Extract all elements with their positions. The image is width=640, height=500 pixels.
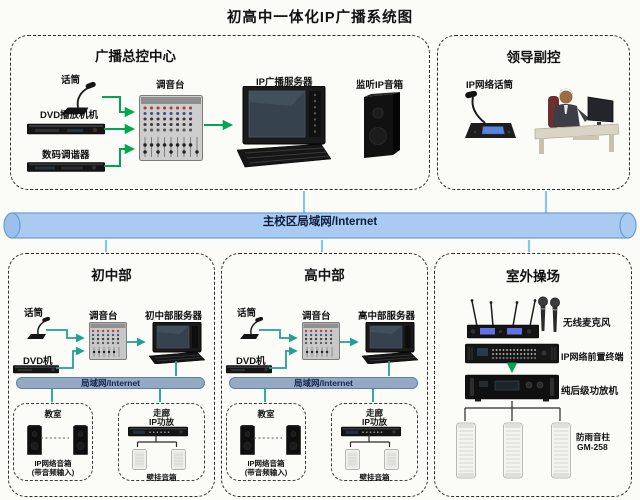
playground-zone-box: 室外操场 无线麦克风 IP网络前置终端 纯后级功放机 防雨音柱 GM-258 xyxy=(434,253,632,497)
senior-zone-box: 高中部 话筒 调音台 高中部服务器 DVD机 局域网/Internet 教室 I… xyxy=(221,253,428,497)
classroom-speaker-icon xyxy=(240,425,255,455)
junior-mic-label: 话筒 xyxy=(24,308,44,319)
senior-zone-title: 高中部 xyxy=(304,268,345,283)
senior-server-label: 高中部服务器 xyxy=(358,311,416,322)
senior-wall-speaker-label: 壁挂音箱 xyxy=(359,473,390,482)
playground-zone-title: 室外操场 xyxy=(506,269,560,284)
junior-server-icon xyxy=(148,321,206,365)
junior-mic-icon xyxy=(24,316,54,341)
master-control-box: 广播总控中心 话筒 DVD播放机机 数码调谐器 调音台 IP广播服务器 监听IP… xyxy=(10,35,430,190)
column-speaker-model: GM-258 xyxy=(577,442,608,452)
master-server-label: IP广播服务器 xyxy=(256,77,313,88)
senior-dvd-label: DVD机 xyxy=(236,356,266,367)
power-amp-label: 纯后级功放机 xyxy=(561,386,619,397)
campus-lan-backbone xyxy=(3,212,637,239)
junior-zone-box: 初中部 话筒 调音台 初中部服务器 DVD机 局域网/Internet 教室 I… xyxy=(8,253,215,497)
senior-dvd-icon xyxy=(225,364,273,374)
senior-mixer-icon xyxy=(302,322,340,360)
master-tuner-label: 数码调谐器 xyxy=(42,150,90,161)
ip-broadcast-server-icon xyxy=(236,85,332,168)
wall-speaker-icon xyxy=(171,449,186,470)
senior-classroom-speaker-label: IP网络音箱 xyxy=(247,459,285,468)
junior-classroom-title: 教室 xyxy=(44,409,62,419)
dvd-player-icon xyxy=(26,122,106,136)
senior-mixer-label: 调音台 xyxy=(302,311,331,322)
senior-classroom-box: 教室 IP网络音箱 (带音频输入) xyxy=(226,403,306,481)
classroom-speaker-icon xyxy=(286,425,301,455)
gooseneck-mic-icon xyxy=(55,81,103,116)
master-dvd-label: DVD播放机机 xyxy=(40,110,99,121)
junior-lan-bar: 局域网/Internet xyxy=(16,377,205,389)
leader-control-title: 领导副控 xyxy=(506,50,561,65)
junior-mixer-icon xyxy=(89,322,127,360)
junior-dvd-label: DVD机 xyxy=(23,356,53,367)
leader-at-desk-image xyxy=(533,84,621,156)
monitor-ip-speaker-icon xyxy=(359,91,403,159)
monitor-speaker-label: 监听IP音箱 xyxy=(356,80,403,91)
power-amp-icon xyxy=(464,374,560,402)
senior-mic-label: 话筒 xyxy=(237,308,257,319)
junior-classroom-speaker-label: IP网络音箱 xyxy=(34,459,72,468)
master-control-title: 广播总控中心 xyxy=(95,49,176,64)
wall-speaker-icon xyxy=(384,449,399,470)
leader-ip-mic-label: IP网络话筒 xyxy=(466,80,513,91)
junior-zone-title: 初中部 xyxy=(91,268,132,283)
ip-front-terminal-label: IP网络前置终端 xyxy=(561,352,624,362)
wireless-mic-label: 无线麦克风 xyxy=(563,318,611,329)
ip-front-terminal-icon xyxy=(464,342,560,366)
digital-tuner-icon xyxy=(26,161,106,173)
classroom-speaker-icon xyxy=(27,425,42,455)
junior-mixer-label: 调音台 xyxy=(89,311,118,322)
junior-server-label: 初中部服务器 xyxy=(145,311,203,322)
handheld-mics-icon xyxy=(537,296,561,336)
senior-classroom-speaker-note: (带音频输入) xyxy=(244,468,288,477)
junior-corridor-amp-label: IP功放 xyxy=(148,417,175,427)
column-speaker-icon xyxy=(503,422,523,479)
junior-classroom-speaker-note: (带音频输入) xyxy=(31,468,75,477)
senior-classroom-title: 教室 xyxy=(257,409,275,419)
senior-corridor-box: 走廊 IP功放 壁挂音箱 xyxy=(331,403,418,482)
junior-corridor-title: 走廊 xyxy=(152,408,170,418)
wireless-mic-receiver-icon xyxy=(466,298,540,340)
campus-lan-label: 主校区局域网/Internet xyxy=(262,216,378,228)
wall-speaker-icon xyxy=(132,449,147,470)
senior-mic-icon xyxy=(237,316,267,341)
senior-server-icon xyxy=(361,321,419,365)
senior-lan-bar: 局域网/Internet xyxy=(229,377,418,389)
column-speaker-icon xyxy=(456,422,476,479)
wall-speaker-icon xyxy=(345,449,360,470)
classroom-speaker-icon xyxy=(73,425,88,455)
leader-control-box: 领导副控 IP网络话筒 xyxy=(437,35,630,190)
master-mic-label: 话筒 xyxy=(61,75,81,86)
master-mixer-label: 调音台 xyxy=(156,80,185,91)
junior-wall-speaker-label: 壁挂音箱 xyxy=(146,473,177,482)
ip-network-mic-icon xyxy=(458,90,518,143)
mixer-console-icon xyxy=(139,95,203,161)
junior-corridor-box: 走廊 IP功放 壁挂音箱 xyxy=(118,403,205,482)
diagram-title: 初高中一体化IP广播系统图 xyxy=(226,10,414,26)
column-speaker-icon xyxy=(551,422,571,479)
senior-corridor-amp-label: IP功放 xyxy=(361,417,388,427)
senior-corridor-title: 走廊 xyxy=(365,408,383,418)
junior-classroom-box: 教室 IP网络音箱 (带音频输入) xyxy=(13,403,93,481)
column-speaker-label: 防雨音柱 xyxy=(576,432,611,442)
